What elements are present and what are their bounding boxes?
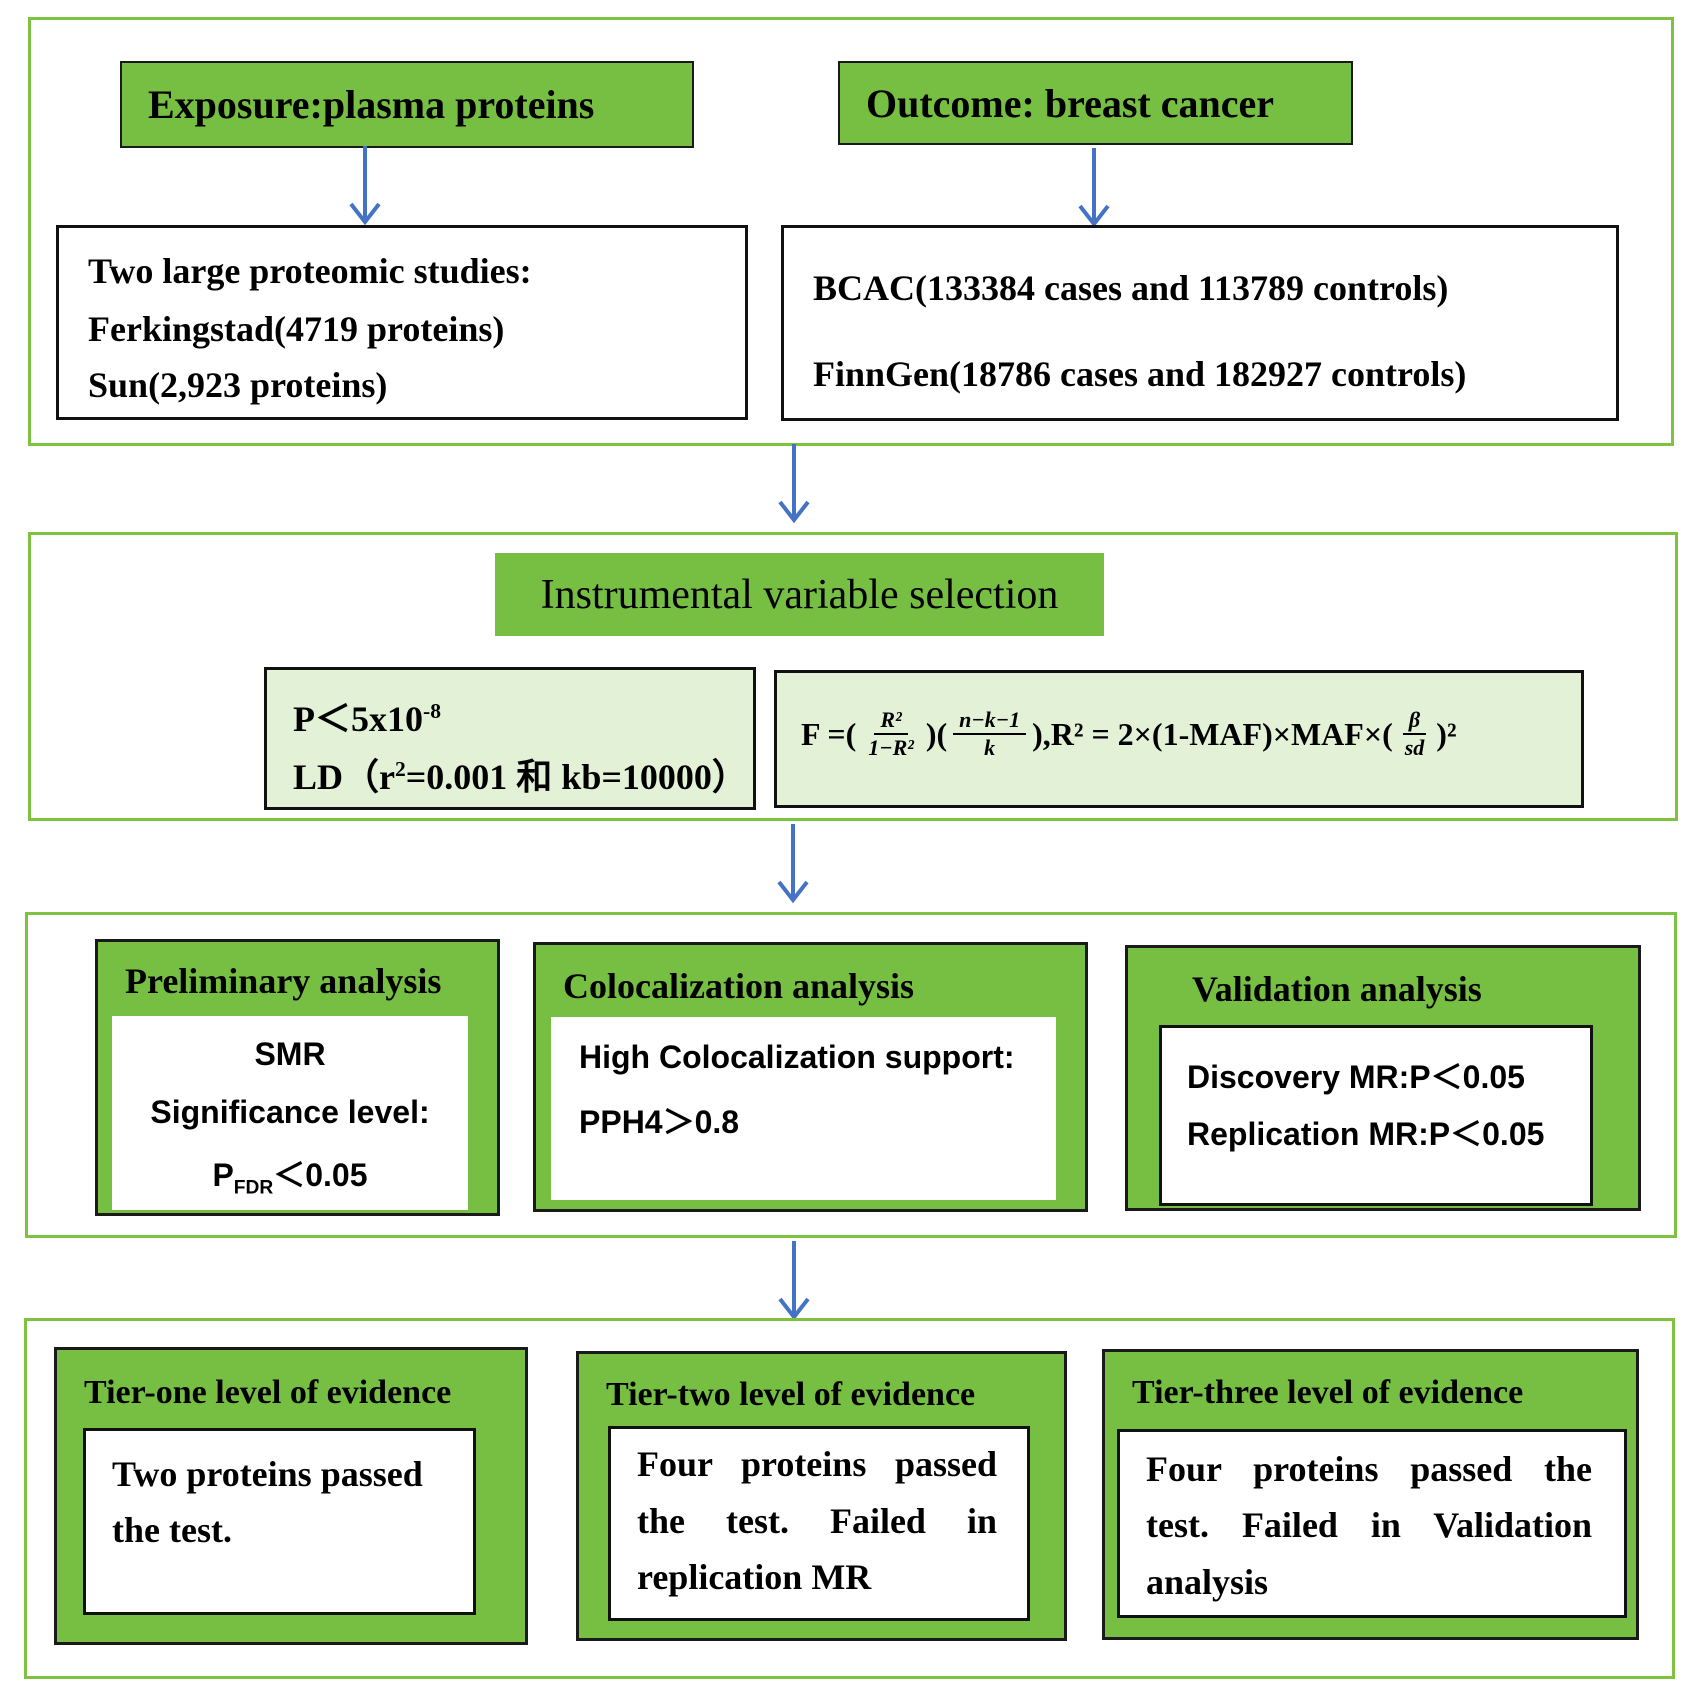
data-sources-section — [28, 17, 1674, 446]
exposure-line: Two large proteomic studies: — [88, 251, 532, 291]
validation-analysis-title: Validation analysis — [1192, 969, 1482, 1009]
tier-two-title: Tier-two level of evidence — [606, 1376, 976, 1413]
validation-analysis-card: Validation analysis Discovery MR:P＜0.05 … — [1125, 945, 1641, 1211]
tier-one-card: Tier-one level of evidence Two proteins … — [54, 1347, 528, 1645]
exposure-line: Ferkingstad(4719 proteins) — [88, 309, 505, 349]
exposure-line: Sun(2,923 proteins) — [88, 365, 388, 405]
pfdr-threshold: PFDR＜0.05 — [212, 1157, 368, 1199]
tier-three-line: analysis — [1146, 1562, 1269, 1602]
tier-one-body: Two proteins passed the test. — [83, 1428, 476, 1615]
exposure-header: Exposure:plasma proteins — [120, 61, 694, 148]
outcome-header-text: Outcome: breast cancer — [866, 80, 1275, 126]
arrow-down-icon — [778, 444, 810, 524]
outcome-line: FinnGen(18786 cases and 182927 controls) — [813, 354, 1467, 394]
outcome-line: BCAC(133384 cases and 113789 controls) — [813, 268, 1449, 308]
preliminary-analysis-card: Preliminary analysis SMR Significance le… — [95, 939, 500, 1216]
preliminary-analysis-title: Preliminary analysis — [125, 961, 442, 1001]
colocalization-analysis-card: Colocalization analysis High Colocalizat… — [533, 942, 1088, 1212]
ld-threshold: LD（r2=0.001 和 kb=10000） — [293, 757, 748, 797]
colocalization-line: PPH4＞0.8 — [579, 1104, 740, 1140]
arrow-down-icon — [349, 146, 381, 226]
preliminary-analysis-body: SMR Significance level: PFDR＜0.05 — [112, 1016, 468, 1210]
tier-one-title: Tier-one level of evidence — [84, 1374, 452, 1411]
exposure-header-text: Exposure:plasma proteins — [148, 82, 595, 127]
colocalization-analysis-body: High Colocalization support: PPH4＞0.8 — [551, 1017, 1056, 1200]
evidence-section — [24, 1318, 1675, 1679]
p-threshold: P＜5x10-8 — [293, 699, 441, 739]
tier-three-title: Tier-three level of evidence — [1132, 1374, 1524, 1411]
outcome-details-box: BCAC(133384 cases and 113789 controls) F… — [781, 225, 1619, 421]
tier-three-body: Four proteins passed the test. Failed in… — [1117, 1429, 1627, 1618]
significance-label: Significance level: — [150, 1094, 430, 1130]
colocalization-analysis-title: Colocalization analysis — [563, 966, 915, 1006]
validation-line: Replication MR:P＜0.05 — [1187, 1116, 1545, 1152]
iv-header: Instrumental variable selection — [495, 553, 1104, 636]
tier-three-line: test. Failed in Validation — [1146, 1505, 1592, 1545]
validation-line: Discovery MR:P＜0.05 — [1187, 1059, 1525, 1095]
validation-analysis-body: Discovery MR:P＜0.05 Replication MR:P＜0.0… — [1159, 1025, 1593, 1206]
iv-criteria-box: P＜5x10-8 LD（r2=0.001 和 kb=10000） — [264, 667, 756, 810]
tier-one-line: Two proteins passed — [112, 1454, 423, 1494]
arrow-down-icon — [1078, 148, 1110, 228]
colocalization-line: High Colocalization support: — [579, 1039, 1015, 1075]
tier-two-body: Four proteins passed the test. Failed in… — [608, 1426, 1030, 1621]
tier-two-line: replication MR — [637, 1557, 872, 1597]
analysis-section — [25, 912, 1677, 1238]
outcome-header: Outcome: breast cancer — [838, 61, 1353, 145]
tier-two-line: the test. Failed in — [637, 1501, 997, 1541]
tier-three-line: Four proteins passed the — [1146, 1449, 1592, 1489]
smr-label: SMR — [254, 1036, 326, 1072]
iv-header-text: Instrumental variable selection — [540, 571, 1059, 618]
arrow-down-icon — [777, 824, 809, 904]
tier-one-line: the test. — [112, 1510, 232, 1550]
tier-three-card: Tier-three level of evidence Four protei… — [1102, 1349, 1639, 1640]
arrow-down-icon — [778, 1241, 810, 1321]
exposure-details-box: Two large proteomic studies: Ferkingstad… — [56, 225, 748, 420]
iv-selection-section — [28, 532, 1678, 821]
tier-two-line: Four proteins passed — [637, 1444, 997, 1484]
tier-two-card: Tier-two level of evidence Four proteins… — [576, 1351, 1067, 1641]
